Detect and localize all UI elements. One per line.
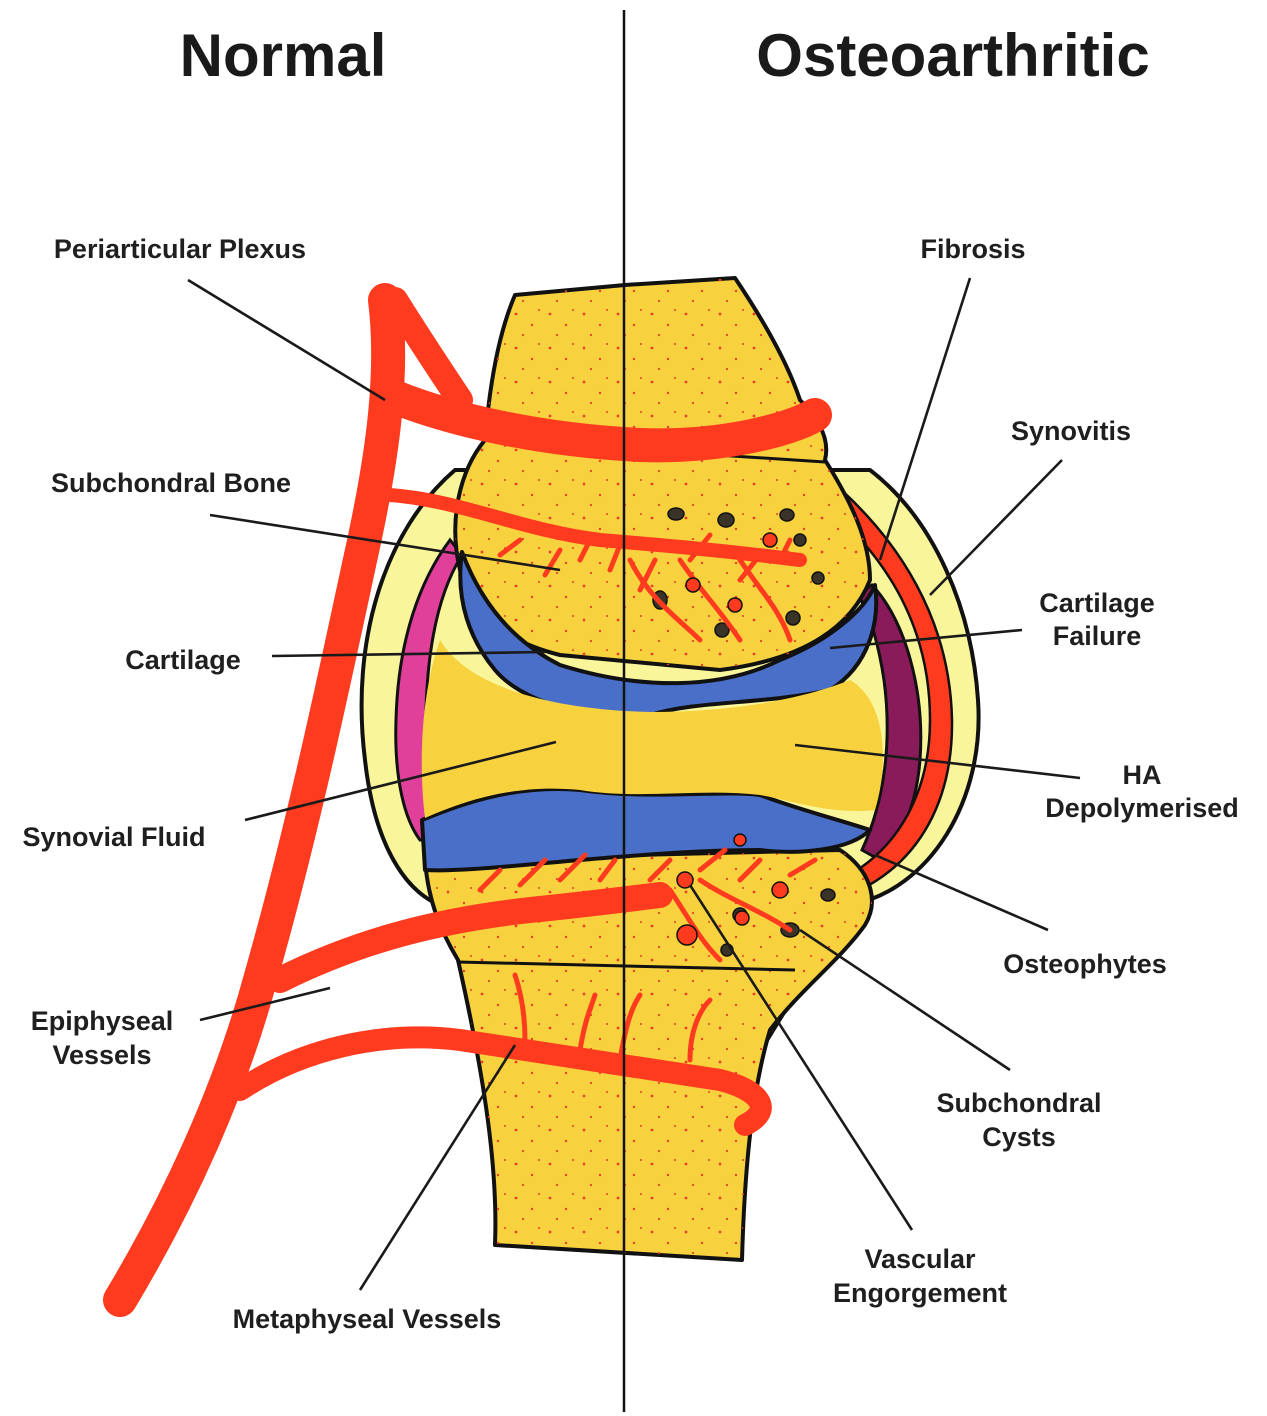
heading-normal: Normal (180, 22, 387, 89)
label-vascular-engorgement-line2: Engorgement (833, 1278, 1007, 1308)
leader-subchondral-cysts (800, 930, 1010, 1070)
leader-fibrosis (880, 278, 970, 560)
label-subchondral-cysts-line1: Subchondral (936, 1088, 1101, 1118)
label-cartilage-failure-line1: Cartilage (1039, 588, 1155, 618)
label-ha-line1: HA (1123, 760, 1162, 790)
label-cartilage: Cartilage (125, 645, 241, 675)
label-vascular-engorgement-line1: Vascular (864, 1244, 976, 1274)
leader-osteophytes (875, 855, 1048, 930)
label-periarticular-plexus: Periarticular Plexus (54, 234, 306, 264)
label-subchondral-cysts-line2: Cysts (982, 1122, 1056, 1152)
label-synovitis: Synovitis (1011, 416, 1131, 446)
label-epiphyseal-vessels-line1: Epiphyseal (31, 1006, 174, 1036)
label-osteophytes: Osteophytes (1003, 949, 1167, 979)
label-cartilage-failure-line2: Failure (1053, 621, 1142, 651)
label-epiphyseal-vessels-line2: Vessels (52, 1040, 151, 1070)
main-artery-trunk (120, 300, 388, 1300)
label-fibrosis: Fibrosis (920, 234, 1025, 264)
heading-osteoarthritic: Osteoarthritic (756, 22, 1149, 89)
leader-synovitis (930, 460, 1062, 595)
label-synovial-fluid: Synovial Fluid (22, 822, 205, 852)
label-ha-line2: Depolymerised (1045, 793, 1239, 823)
label-metaphyseal-vessels: Metaphyseal Vessels (233, 1304, 502, 1334)
leader-periarticular-plexus (188, 280, 385, 400)
label-subchondral-bone: Subchondral Bone (51, 468, 291, 498)
